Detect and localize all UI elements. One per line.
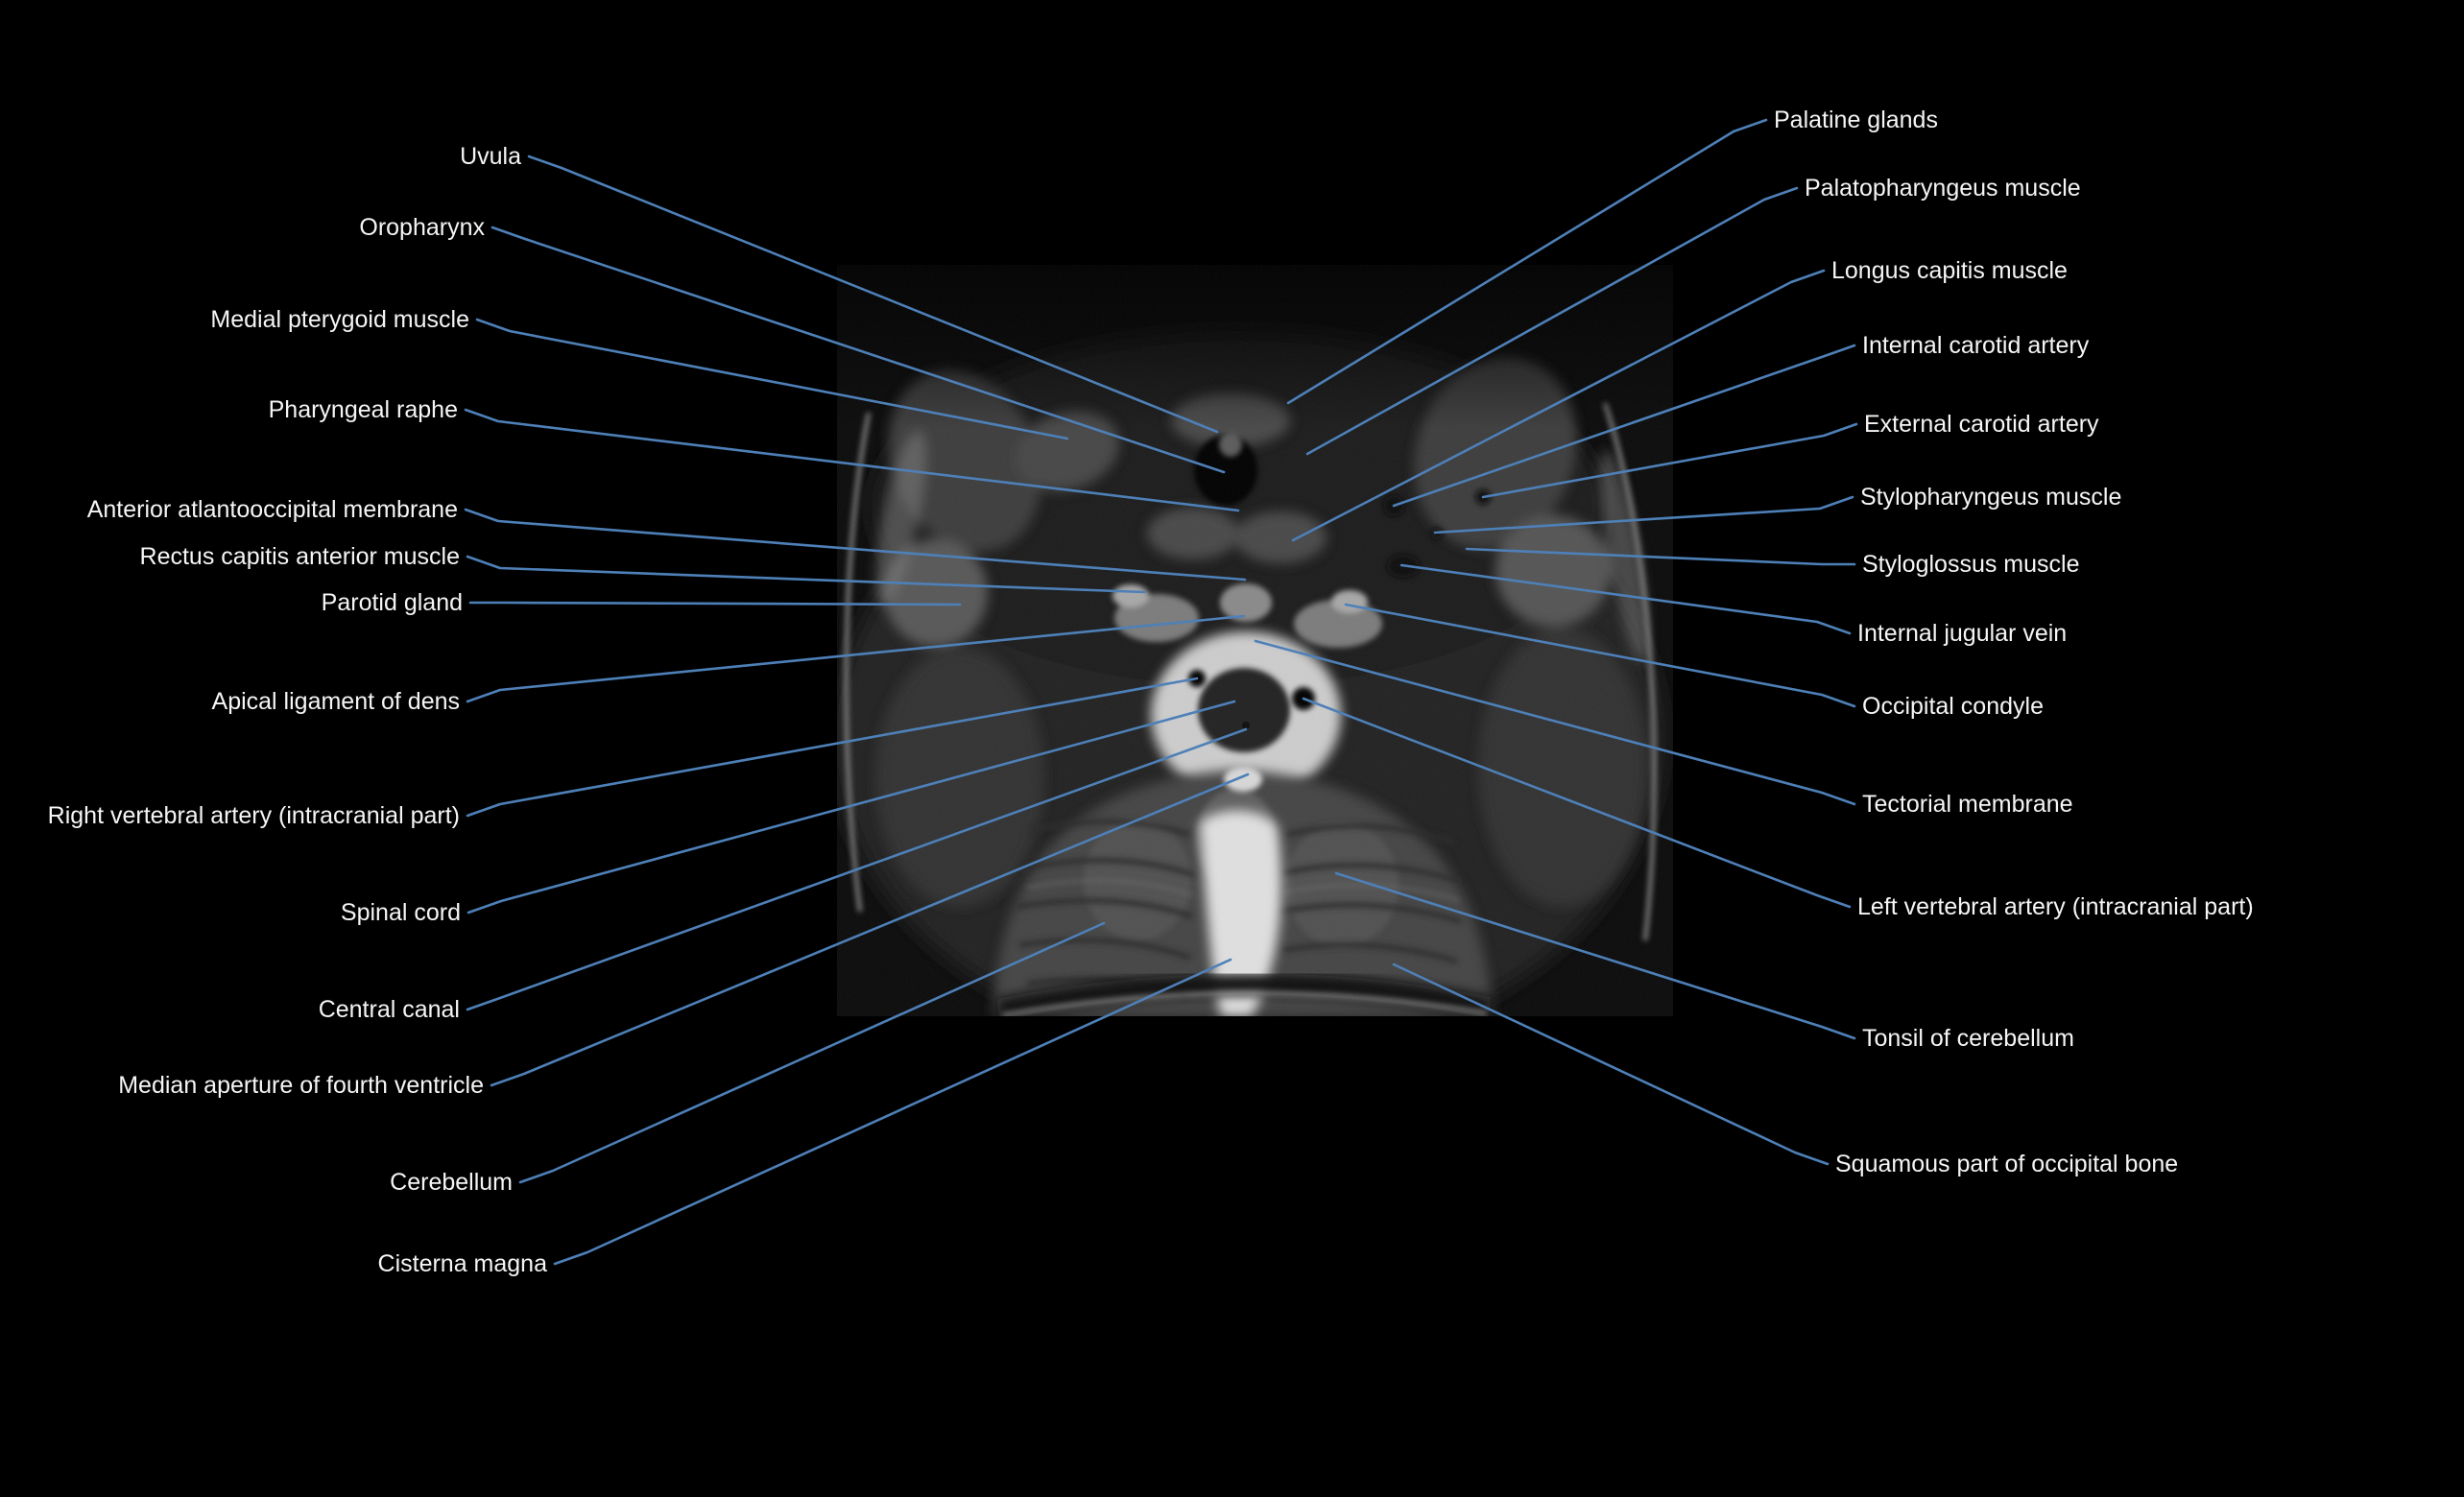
label-cerebellum: Cerebellum xyxy=(390,1169,513,1196)
leader-line-styloglossus-muscle xyxy=(1465,547,1856,566)
label-tonsil-of-cerebellum: Tonsil of cerebellum xyxy=(1862,1025,2074,1052)
label-tectorial-membrane: Tectorial membrane xyxy=(1862,791,2073,818)
leader-line-central-canal xyxy=(466,727,1248,1011)
label-uvula: Uvula xyxy=(460,143,521,170)
label-left-vertebral-artery-intracranial-part: Left vertebral artery (intracranial part… xyxy=(1857,893,2254,920)
label-anterior-atlantooccipital-membrane: Anterior atlantooccipital membrane xyxy=(87,496,458,523)
label-palatopharyngeus-muscle: Palatopharyngeus muscle xyxy=(1805,175,2081,202)
leader-line-anterior-atlantooccipital-membrane xyxy=(464,508,1247,582)
label-median-aperture-of-fourth-ventricle: Median aperture of fourth ventricle xyxy=(118,1072,484,1099)
leader-line-median-aperture-of-fourth-ventricle xyxy=(490,772,1250,1087)
label-squamous-part-of-occipital-bone: Squamous part of occipital bone xyxy=(1835,1151,2178,1177)
leader-line-apical-ligament-of-dens xyxy=(466,614,1246,703)
leader-line-right-vertebral-artery-intracranial-part xyxy=(466,677,1199,818)
label-stylopharyngeus-muscle: Stylopharyngeus muscle xyxy=(1860,484,2121,511)
leader-line-oropharynx xyxy=(490,226,1226,474)
label-internal-jugular-vein: Internal jugular vein xyxy=(1857,620,2067,647)
leader-line-medial-pterygoid-muscle xyxy=(475,318,1069,440)
leader-line-parotid-gland xyxy=(468,601,962,606)
label-longus-capitis-muscle: Longus capitis muscle xyxy=(1831,257,2068,284)
leader-line-palatopharyngeus-muscle xyxy=(1305,186,1799,456)
leader-line-external-carotid-artery xyxy=(1481,422,1858,499)
leader-line-tonsil-of-cerebellum xyxy=(1334,871,1856,1040)
label-parotid-gland: Parotid gland xyxy=(322,589,463,616)
leader-line-palatine-glands xyxy=(1286,118,1768,405)
leader-line-left-vertebral-artery-intracranial-part xyxy=(1302,697,1852,909)
leader-line-longus-capitis-muscle xyxy=(1291,269,1826,542)
label-occipital-condyle: Occipital condyle xyxy=(1862,693,2044,720)
label-central-canal: Central canal xyxy=(319,996,460,1023)
label-external-carotid-artery: External carotid artery xyxy=(1864,411,2099,438)
leader-line-uvula xyxy=(527,154,1219,434)
leader-line-squamous-part-of-occipital-bone xyxy=(1392,962,1830,1166)
label-apical-ligament-of-dens: Apical ligament of dens xyxy=(212,688,460,715)
label-medial-pterygoid-muscle: Medial pterygoid muscle xyxy=(210,306,469,333)
label-right-vertebral-artery-intracranial-part: Right vertebral artery (intracranial par… xyxy=(48,802,460,829)
label-pharyngeal-raphe: Pharyngeal raphe xyxy=(269,396,458,423)
label-rectus-capitis-anterior-muscle: Rectus capitis anterior muscle xyxy=(140,543,460,570)
leader-lines xyxy=(464,118,1858,1266)
label-palatine-glands: Palatine glands xyxy=(1774,107,1938,133)
leader-line-rectus-capitis-anterior-muscle xyxy=(466,555,1146,594)
label-cisterna-magna: Cisterna magna xyxy=(378,1250,548,1277)
label-spinal-cord: Spinal cord xyxy=(341,899,461,926)
leader-line-internal-carotid-artery xyxy=(1392,344,1856,508)
leader-line-pharyngeal-raphe xyxy=(464,408,1240,512)
leader-line-spinal-cord xyxy=(466,700,1236,915)
leader-line-internal-jugular-vein xyxy=(1399,563,1852,635)
leader-line-cerebellum xyxy=(518,921,1106,1184)
leader-line-cisterna-magna xyxy=(553,958,1232,1266)
label-styloglossus-muscle: Styloglossus muscle xyxy=(1862,551,2079,578)
label-oropharynx: Oropharynx xyxy=(359,214,485,241)
leader-line-tectorial-membrane xyxy=(1254,639,1856,806)
leader-line-occipital-condyle xyxy=(1344,603,1856,708)
label-internal-carotid-artery: Internal carotid artery xyxy=(1862,332,2090,359)
leader-line-stylopharyngeus-muscle xyxy=(1433,495,1854,535)
